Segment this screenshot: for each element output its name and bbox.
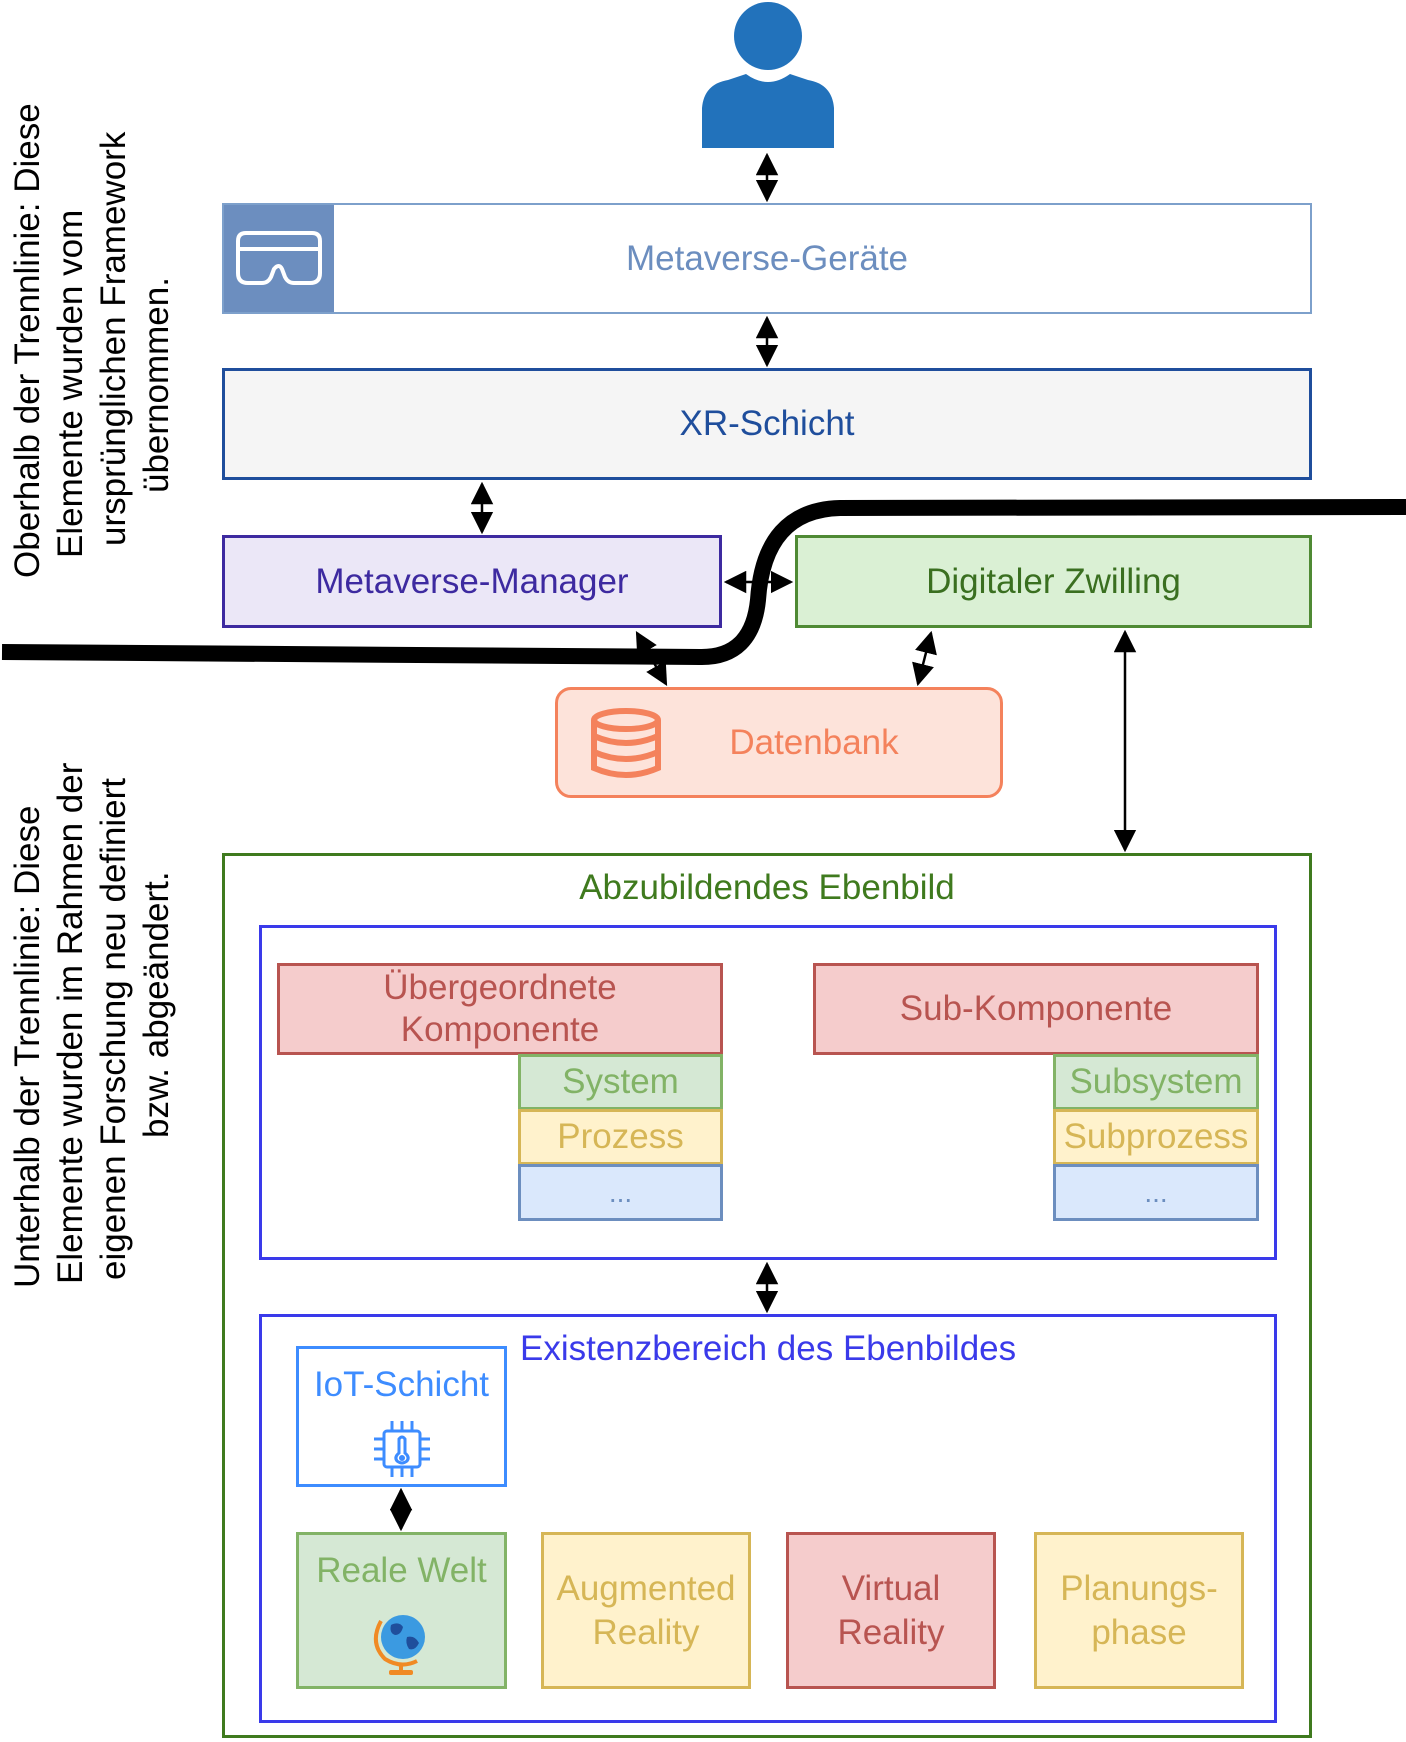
vr-headset-icon xyxy=(236,231,322,285)
parent-component-label-line1: Übergeordnete xyxy=(383,968,617,1007)
virtual-reality-line2: Reality xyxy=(837,1612,945,1652)
arrow-manager-db xyxy=(635,631,668,686)
real-world-box: Reale Welt xyxy=(296,1532,507,1689)
planning-phase-line2: phase xyxy=(1091,1612,1187,1652)
xr-layer-box: XR-Schicht xyxy=(222,368,1312,480)
database-box: Datenbank xyxy=(555,687,1003,798)
system-box: System xyxy=(518,1054,723,1110)
components-box xyxy=(259,925,1277,1260)
subsystem-box: Subsystem xyxy=(1053,1054,1259,1110)
augmented-reality-line1: Augmented xyxy=(556,1568,736,1608)
sub-more-box: ... xyxy=(1053,1164,1259,1221)
metaverse-manager-label: Metaverse-Manager xyxy=(315,561,629,601)
devices-icon-panel xyxy=(224,205,334,312)
globe-icon xyxy=(373,1615,425,1675)
digital-twin-label: Digitaler Zwilling xyxy=(926,561,1181,601)
arrow-twin-db xyxy=(912,630,937,687)
database-icon xyxy=(591,708,661,778)
virtual-reality-line1: Virtual xyxy=(841,1568,941,1608)
devices-label: Metaverse-Geräte xyxy=(625,238,909,278)
subprocess-label: Subprozess xyxy=(1063,1117,1249,1156)
virtual-reality-box: Virtual Reality xyxy=(786,1532,996,1689)
subprocess-box: Subprozess xyxy=(1053,1109,1259,1165)
planning-phase-line1: Planungs- xyxy=(1060,1568,1218,1608)
system-label: System xyxy=(562,1062,679,1101)
parent-component-label-line2: Komponente xyxy=(400,1010,600,1049)
xr-layer-label: XR-Schicht xyxy=(679,404,855,443)
digital-twin-box: Digitaler Zwilling xyxy=(795,535,1312,628)
divider-line xyxy=(1,499,1406,666)
sub-component-box: Sub-Komponente xyxy=(813,963,1259,1055)
database-label: Datenbank xyxy=(729,722,899,762)
chip-thermometer-icon xyxy=(374,1421,430,1477)
existence-title: Existenzbereich des Ebenbildes xyxy=(520,1329,1017,1368)
parent-more-box: ... xyxy=(518,1164,723,1221)
user-icon xyxy=(702,2,834,148)
process-box: Prozess xyxy=(518,1109,723,1165)
real-world-label: Reale Welt xyxy=(316,1551,487,1590)
image-container-title: Abzubildendes Ebenbild xyxy=(579,868,955,907)
parent-more-label: ... xyxy=(608,1176,633,1208)
process-label: Prozess xyxy=(557,1117,684,1156)
planning-phase-box: Planungs- phase xyxy=(1034,1532,1244,1689)
parent-component-box: Übergeordnete Komponente xyxy=(277,963,723,1055)
metaverse-devices-box: Metaverse-Geräte xyxy=(222,203,1312,314)
subsystem-label: Subsystem xyxy=(1069,1062,1243,1101)
iot-layer-box: IoT-Schicht xyxy=(296,1346,507,1487)
sub-component-label: Sub-Komponente xyxy=(899,989,1173,1028)
iot-layer-label: IoT-Schicht xyxy=(313,1365,490,1404)
augmented-reality-line2: Reality xyxy=(592,1612,700,1652)
existence-box xyxy=(259,1314,1277,1723)
sub-more-label: ... xyxy=(1144,1176,1168,1208)
metaverse-manager-box: Metaverse-Manager xyxy=(222,535,722,628)
augmented-reality-box: Augmented Reality xyxy=(541,1532,751,1689)
